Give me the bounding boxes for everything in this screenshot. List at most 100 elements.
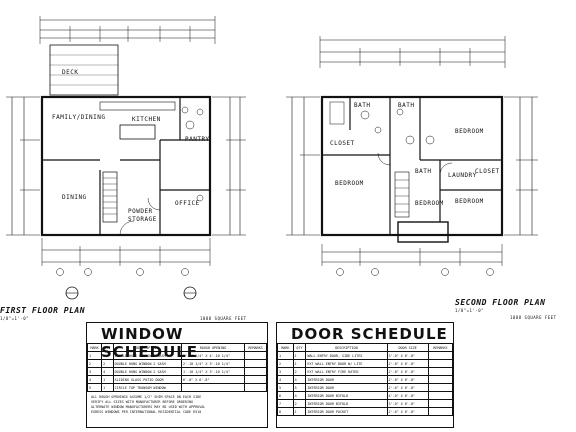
table-cell [427,391,454,400]
room-label-bath-3: BATH [415,168,432,175]
table-cell: 3'-0" X 6'-8" [386,351,429,360]
second-floor-title: SECOND FLOOR PLAN [455,298,546,307]
room-label-dining: DINING [62,194,87,201]
door-schedule: DOOR SCHEDULE MARK QTY DESCRIPTION DOOR … [276,322,454,428]
table-cell: 1 [292,351,307,360]
room-label-pantry: PANTRY [185,136,210,143]
table-cell [427,383,454,392]
table-cell: INTERIOR DOOR BIFOLD [305,391,388,400]
first-floor-scale: 1/8"=1'-0" [0,316,30,321]
table-cell: 2'-6" X 6'-8" [386,383,429,392]
table-cell: INTERIOR DOOR BIFOLD [305,399,388,408]
table-cell [244,383,267,392]
table-cell: 1 [277,351,294,360]
table-cell: 2'-6" X 6'-8" [386,407,429,416]
table-cell: INTERIOR DOOR [305,375,388,384]
table-cell: 2 [277,359,294,368]
table-cell [180,383,246,392]
table-cell: WALL ENTRY DOOR, SIDE LITES [305,351,388,360]
table-cell: 1 [101,375,114,384]
column-header: MARK [86,343,103,352]
room-label-storage: STORAGE [128,216,157,223]
table-header-row: MARK QTY DESCRIPTION DOOR SIZE REMARKS [277,343,454,352]
table-cell: 3 [277,367,294,376]
table-cell [244,367,267,376]
second-floor-area: 1088 SQUARE FEET [510,315,557,320]
table-cell [244,359,267,368]
room-label-bedroom-3: BEDROOM [455,198,484,205]
table-cell: EXT WALL ENTRY FIRE RATED [305,367,388,376]
second-floor-scale: 1/8"=1'-0" [455,308,485,313]
window-schedule-table: MARK QTY DESCRIPTION ROUGH OPENING REMAR… [86,343,267,392]
column-header: DESCRIPTION [305,343,388,352]
room-label-closet-1: CLOSET [330,140,355,147]
table-cell [427,367,454,376]
table-cell: 4'-0" X 6'-8" [386,391,429,400]
column-header: DOOR SIZE [386,343,429,352]
room-label-deck: DECK [62,69,79,76]
room-label-bedroom-4: BEDROOM [415,200,444,207]
note-line: VERIFY ALL SIZES WITH MANUFACTURER BEFOR… [91,400,194,404]
table-cell: 3 [86,367,103,376]
note-line: ALL ROUGH OPENINGS ASSUME 1/2" SHIM SPAC… [91,395,202,399]
table-cell: 1 [101,383,114,392]
window-schedule-notes: ALL ROUGH OPENINGS ASSUME 1/2" SHIM SPAC… [87,392,267,418]
table-cell: 3'-0" X 6'-8" [386,399,429,408]
table-cell: 6'-0" X 6'-8" [180,375,246,384]
table-cell: CIRCLE TOP TRANSOM WINDOW [112,383,182,392]
table-cell: 2'-8" X 6'-8" [386,375,429,384]
column-header: MARK [277,343,294,352]
table-cell [427,399,454,408]
table-cell: 4 [277,375,294,384]
table-cell: EXT WALL ENTRY DOOR W/ LITE [305,359,388,368]
table-cell: 1 [292,407,307,416]
room-label-bedroom-2: BEDROOM [455,128,484,135]
table-cell: INTERIOR DOOR [305,383,388,392]
table-cell: 2 [86,359,103,368]
table-cell: 2 [292,367,307,376]
table-cell: 2'-8" X 6'-8" [386,359,429,368]
table-cell: SLIDING GLASS PATIO DOOR [112,375,182,384]
table-cell [427,351,454,360]
table-cell [244,351,267,360]
room-label-kitchen: KITCHEN [132,116,161,123]
table-cell: 2 [292,399,307,408]
window-schedule: WINDOW SCHEDULE MARK QTY DESCRIPTION ROU… [86,322,268,428]
note-line: EGRESS WINDOWS PER INTERNATIONAL RESIDEN… [91,410,202,414]
table-cell: INTERIOR DOOR POCKET [305,407,388,416]
table-cell [427,359,454,368]
table-cell: 5 [277,383,294,392]
column-header: REMARKS [244,343,267,352]
room-label-office: OFFICE [175,200,200,207]
table-cell: 4 [101,367,114,376]
table-cell [244,375,267,384]
room-label-bedroom-1: BEDROOM [335,180,364,187]
door-schedule-title: DOOR SCHEDULE [291,325,448,343]
table-cell: 2'-8" X 6'-8" [386,367,429,376]
second-floor-plan [286,36,538,276]
table-cell: 1 [86,351,103,360]
room-label-powder: POWDER [128,208,153,215]
table-cell [427,407,454,416]
door-schedule-table: MARK QTY DESCRIPTION DOOR SIZE REMARKS 1… [277,343,454,416]
table-cell: 5 [292,383,307,392]
table-cell: 6 [277,391,294,400]
table-cell: DOUBLE HUNG WINDOW 2 SASH [112,367,182,376]
table-cell: 5 [86,383,103,392]
first-floor-area: 1088 SQUARE FEET [200,316,247,321]
first-floor-plan [6,16,246,300]
column-header: QTY [292,343,307,352]
column-header: REMARKS [427,343,454,352]
table-cell: 4 [292,391,307,400]
table-header-row: MARK QTY DESCRIPTION ROUGH OPENING REMAR… [86,343,267,352]
